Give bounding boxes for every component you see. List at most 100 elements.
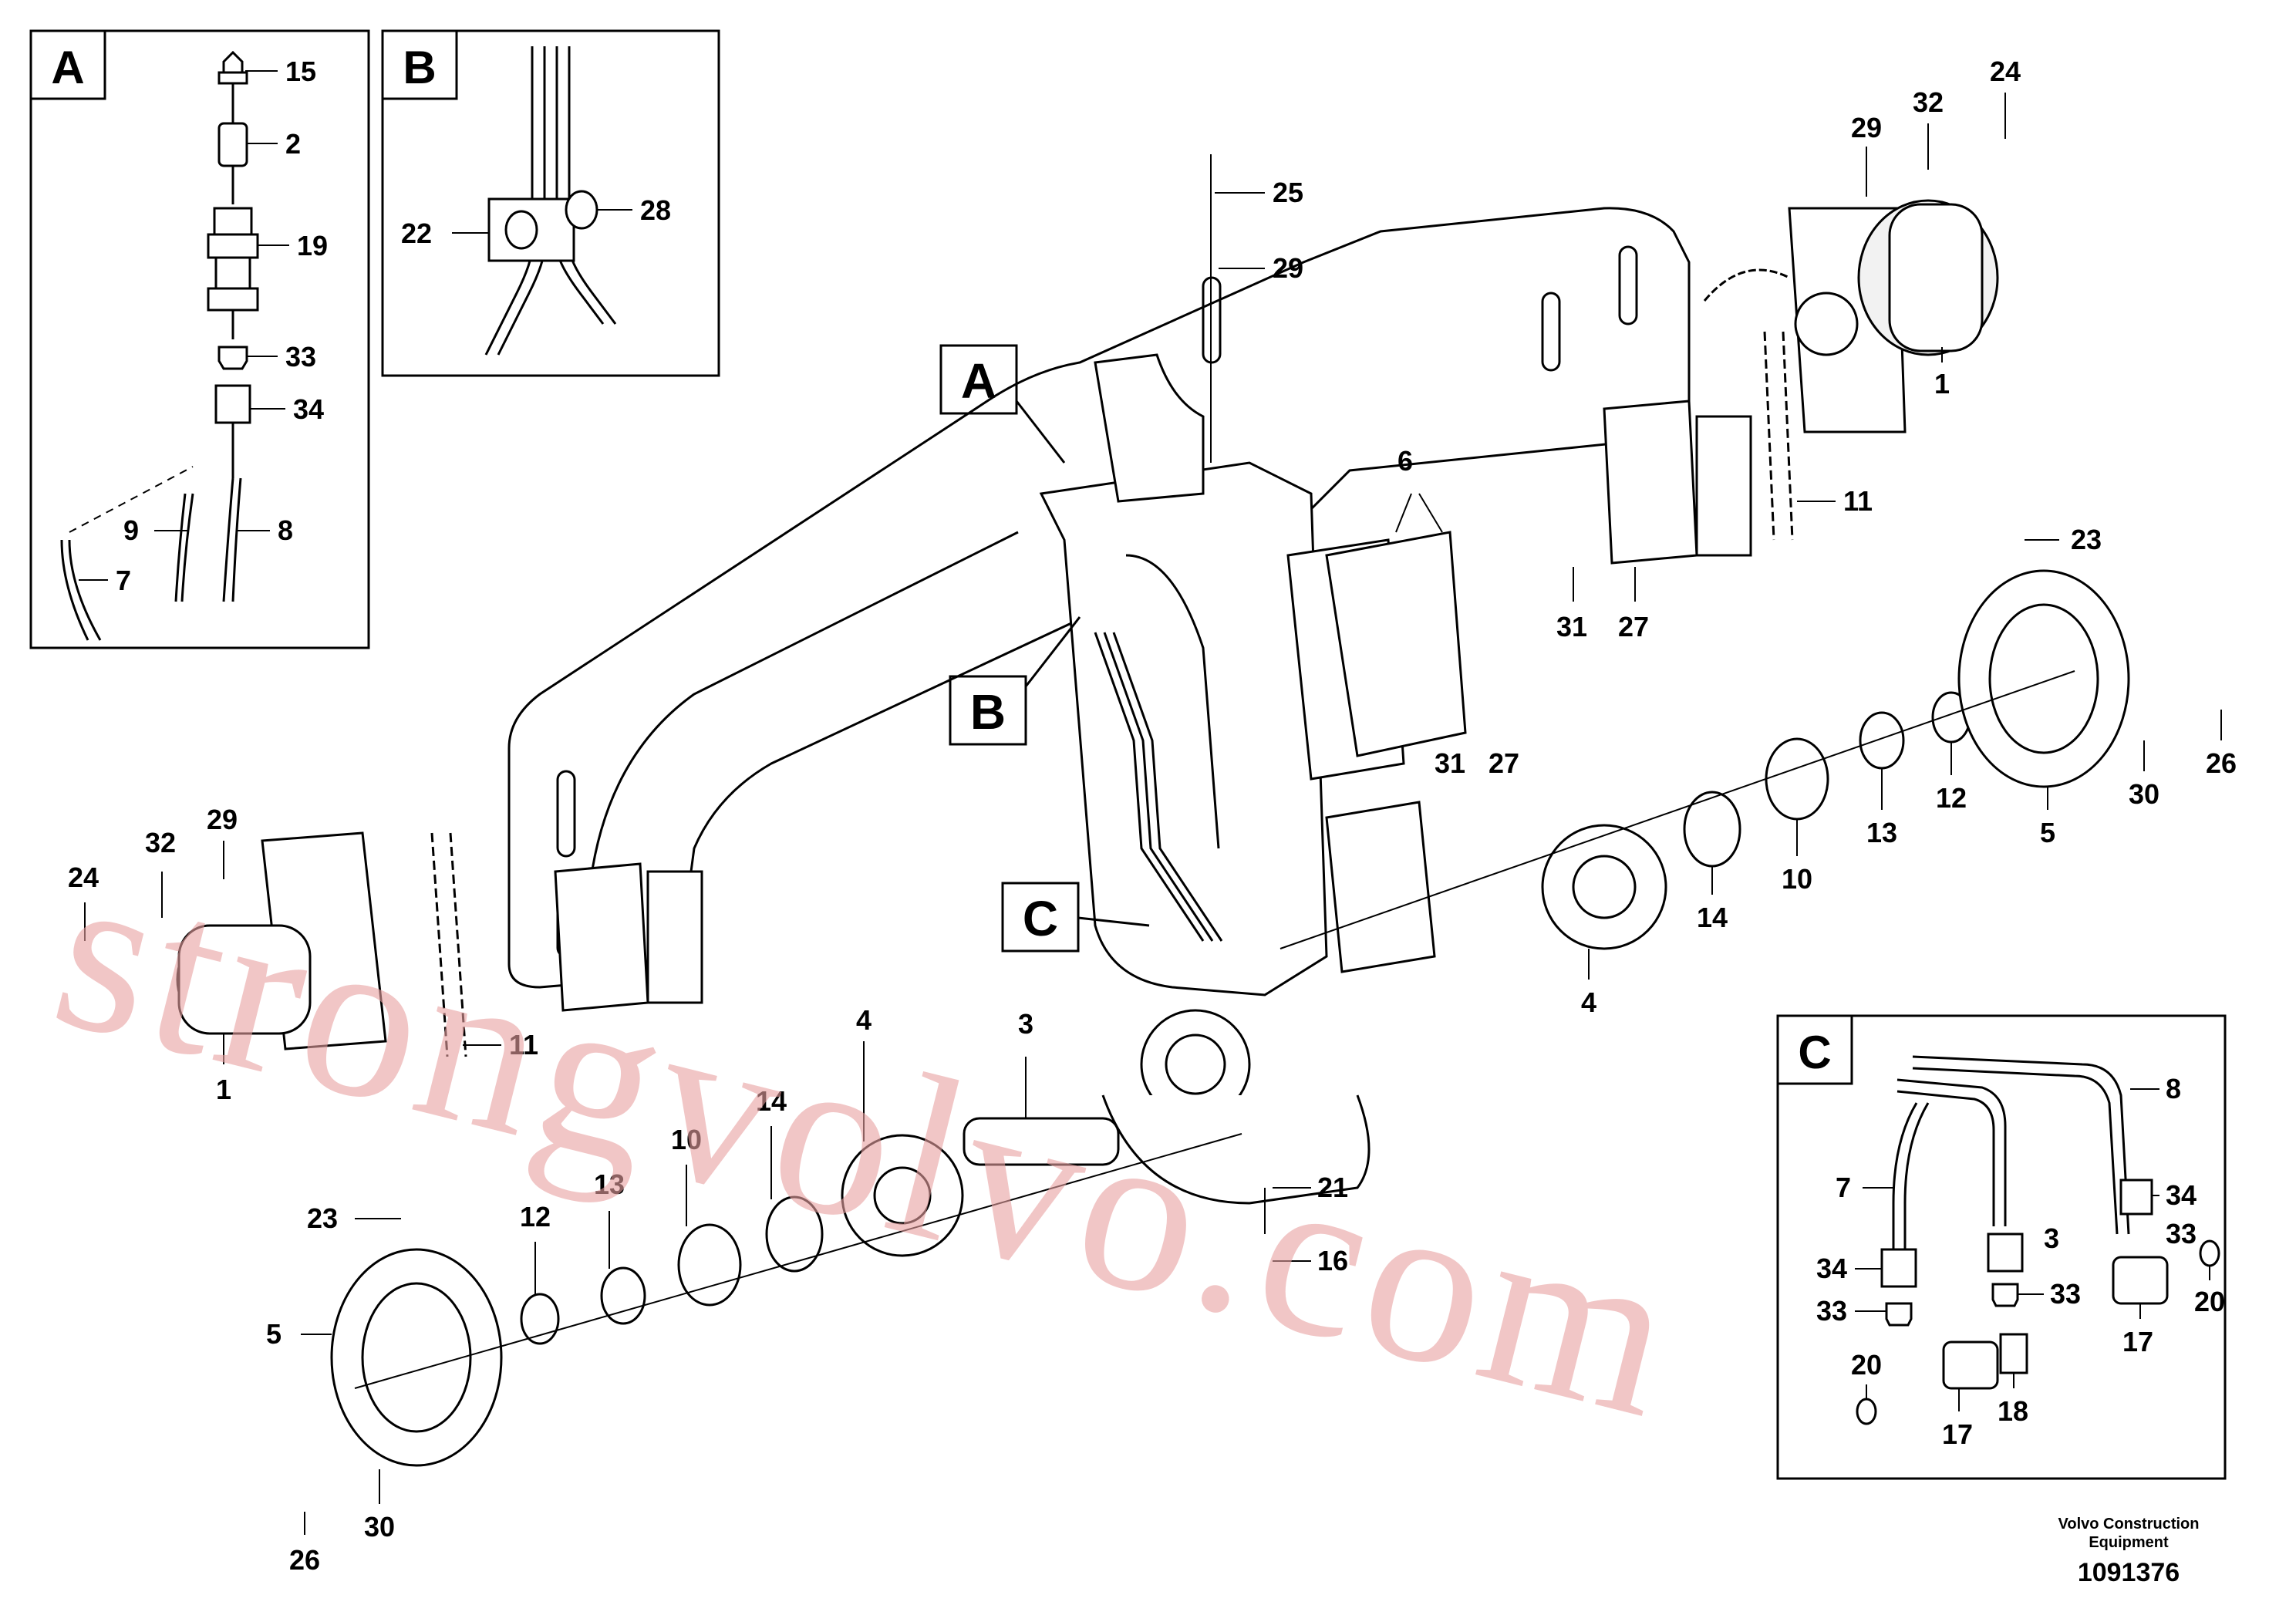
inset-b-letter-box (381, 29, 458, 100)
inset-c-letter: C (1798, 1027, 1831, 1078)
oring-20-right (2199, 1239, 2220, 1267)
callout-27-upper: 27 (1618, 611, 1649, 642)
right-shaft-assembly (1279, 569, 2130, 950)
oring-20-left (1856, 1398, 1877, 1425)
callout-29-right: 29 (1851, 112, 1882, 143)
tee-17-left (1942, 1340, 1999, 1390)
pad-right (1603, 400, 1698, 565)
bracket-top (1094, 353, 1205, 503)
clamp-bolt-right (565, 190, 598, 230)
callout-29-top: 29 (1273, 252, 1303, 284)
inset-b: B 22 28 (381, 29, 720, 377)
nut-34-middle (1987, 1233, 2024, 1273)
inset-c-letter-box (1776, 1014, 1853, 1085)
fitting-18 (1999, 1333, 2028, 1374)
callout-10-right: 10 (1782, 863, 1812, 895)
callout-14-left: 14 (756, 1085, 787, 1117)
watermark: strongvolvo.com (34, 818, 1701, 1468)
grease-fitting-stack (207, 50, 259, 602)
inset-c-frame (1776, 1014, 2227, 1480)
pad-plate-left (646, 870, 703, 1004)
callout-5-left: 5 (266, 1318, 282, 1350)
callout-23-left: 23 (307, 1202, 338, 1234)
motor-right (1788, 199, 1999, 433)
circlip-13-left (600, 1266, 646, 1325)
inset-a-label-9: 9 (123, 514, 139, 546)
callout-24-left: 24 (68, 862, 99, 893)
nut-34-right (2119, 1179, 2153, 1216)
view-marker-c (1001, 882, 1080, 953)
inset-b-letter: B (403, 42, 436, 93)
inset-b-frame (381, 29, 720, 377)
inset-a-label-2: 2 (285, 128, 301, 160)
callout-13-left: 13 (594, 1168, 625, 1200)
inset-c-label-18: 18 (1998, 1395, 2028, 1427)
callout-4-right: 4 (1581, 986, 1596, 1018)
footer-company-line2: Equipment (2089, 1534, 2169, 1551)
cover-plate-3 (1325, 801, 1436, 973)
callout-10-left: 10 (671, 1124, 702, 1155)
seal-14-left (765, 1195, 824, 1273)
inset-a-letter: A (51, 42, 84, 93)
main-callouts: 25 29 29 32 24 1 11 6 23 31 27 31 27 26 … (68, 56, 2237, 1576)
callout-6: 6 (1397, 445, 1413, 477)
inset-a-label-19: 19 (297, 230, 328, 261)
inset-a-label-33: 33 (285, 341, 316, 373)
chain-right (1703, 268, 1794, 541)
callout-25: 25 (1273, 177, 1303, 208)
footer: Volvo Construction Equipment 1091376 (2058, 1516, 2200, 1587)
callout-26-right: 26 (2206, 747, 2237, 779)
motor-cylinder-right (1888, 203, 1984, 352)
callout-14-right: 14 (1697, 902, 1728, 933)
inset-a-label-34: 34 (293, 393, 324, 425)
view-marker-b-letter: B (970, 684, 1006, 740)
footer-doc-number: 1091376 (2078, 1558, 2180, 1587)
inset-c-label-34-right: 34 (2166, 1179, 2197, 1211)
callout-1-right: 1 (1934, 368, 1950, 400)
callout-21: 21 (1317, 1172, 1348, 1203)
sprocket-right (1794, 292, 1859, 356)
callout-31-lower: 31 (1435, 747, 1465, 779)
callout-32-left: 32 (145, 827, 176, 858)
motor-cylinder-left (177, 924, 312, 1035)
callout-32-right: 32 (1913, 86, 1944, 118)
callout-12-left: 12 (520, 1201, 551, 1233)
nut-34-left (1880, 1248, 1917, 1288)
tee-17-right (2112, 1256, 2169, 1305)
inset-c-label-33-middle: 33 (2050, 1278, 2081, 1310)
callout-11-right: 11 (1843, 485, 1873, 517)
chain-left (430, 832, 467, 1057)
bearing-10-left (677, 1223, 742, 1307)
inset-c: C 8 7 34 33 34 33 20 17 20 17 (1776, 1014, 2227, 1480)
footer-company-line1: Volvo Construction (2058, 1516, 2200, 1533)
callout-27-lower: 27 (1489, 747, 1519, 779)
inset-c-label-8: 8 (2166, 1073, 2181, 1104)
view-marker-a (939, 344, 1018, 415)
callout-24-right: 24 (1990, 56, 2021, 87)
view-marker-c-letter: C (1023, 891, 1058, 946)
callout-1-left: 1 (216, 1074, 231, 1105)
inset-c-label-7: 7 (1836, 1172, 1851, 1203)
view-marker-b (949, 675, 1027, 746)
clamp-bolt-left (504, 210, 538, 250)
inset-a-letter-box (29, 29, 106, 100)
callout-16: 16 (1317, 1245, 1348, 1276)
callout-31-upper: 31 (1556, 611, 1587, 642)
callout-3: 3 (1018, 1008, 1033, 1040)
seal-14-right (1683, 791, 1741, 868)
callout-29-left: 29 (207, 804, 238, 835)
inset-b-label-28: 28 (640, 194, 671, 226)
callout-30-right: 30 (2129, 778, 2159, 810)
shaft-3 (963, 1117, 1120, 1166)
motor-left (176, 831, 387, 1050)
inset-c-label-20-left: 20 (1851, 1349, 1882, 1381)
inset-c-label-17-right: 17 (2122, 1326, 2153, 1357)
view-marker-a-letter: A (961, 353, 996, 409)
inset-a-frame (29, 29, 370, 649)
callout-12-right: 12 (1936, 782, 1967, 814)
inset-a: A 15 2 19 33 (29, 29, 370, 649)
inset-a-label-15: 15 (285, 56, 316, 87)
inset-b-label-22: 22 (401, 218, 432, 249)
inset-c-label-33-left: 33 (1816, 1295, 1847, 1327)
callout-13-right: 13 (1866, 817, 1897, 848)
